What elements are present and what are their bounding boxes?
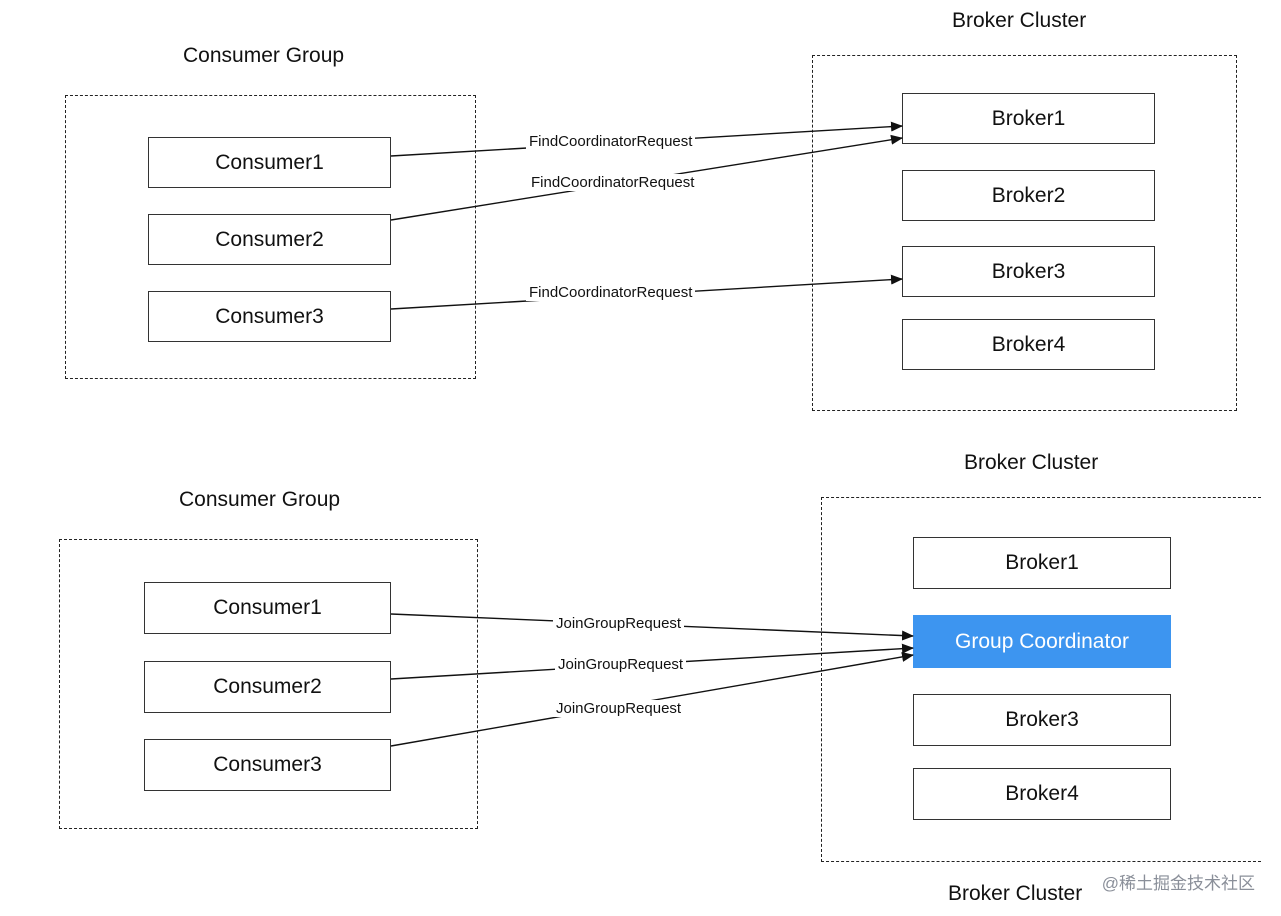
bottom-edge-label-2: JoinGroupRequest xyxy=(555,656,687,673)
top-broker2-node: Broker2 xyxy=(902,170,1155,221)
bottom-broker-cluster-title: Broker Cluster xyxy=(964,451,1099,474)
bottom-broker3-node: Broker3 xyxy=(913,694,1171,746)
bottom-consumer3-node: Consumer3 xyxy=(144,739,391,791)
top-broker4-node: Broker4 xyxy=(902,319,1155,370)
top-broker3-node: Broker3 xyxy=(902,246,1155,297)
top-edge-label-2: FindCoordinatorRequest xyxy=(528,174,698,191)
top-consumer2-node: Consumer2 xyxy=(148,214,391,265)
top-edge-label-3: FindCoordinatorRequest xyxy=(526,284,696,301)
top-consumer-group-title: Consumer Group xyxy=(183,44,345,67)
top-broker-cluster-box xyxy=(812,55,1237,411)
bottom-edge-label-3: JoinGroupRequest xyxy=(553,700,685,717)
top-broker1-node: Broker1 xyxy=(902,93,1155,144)
bottom-footer-broker-cluster-title: Broker Cluster xyxy=(948,882,1083,905)
top-edge-label-1: FindCoordinatorRequest xyxy=(526,133,696,150)
group-coordinator-node: Group Coordinator xyxy=(913,615,1171,668)
bottom-consumer1-node: Consumer1 xyxy=(144,582,391,634)
top-consumer-group-box xyxy=(65,95,476,379)
top-broker-cluster-title: Broker Cluster xyxy=(952,9,1087,32)
bottom-consumer2-node: Consumer2 xyxy=(144,661,391,713)
watermark: @稀土掘金技术社区 xyxy=(1101,874,1255,893)
bottom-edge-label-1: JoinGroupRequest xyxy=(553,615,685,632)
bottom-consumer-group-title: Consumer Group xyxy=(179,488,341,511)
bottom-broker4-node: Broker4 xyxy=(913,768,1171,820)
bottom-broker1-node: Broker1 xyxy=(913,537,1171,589)
top-consumer1-node: Consumer1 xyxy=(148,137,391,188)
top-consumer3-node: Consumer3 xyxy=(148,291,391,342)
